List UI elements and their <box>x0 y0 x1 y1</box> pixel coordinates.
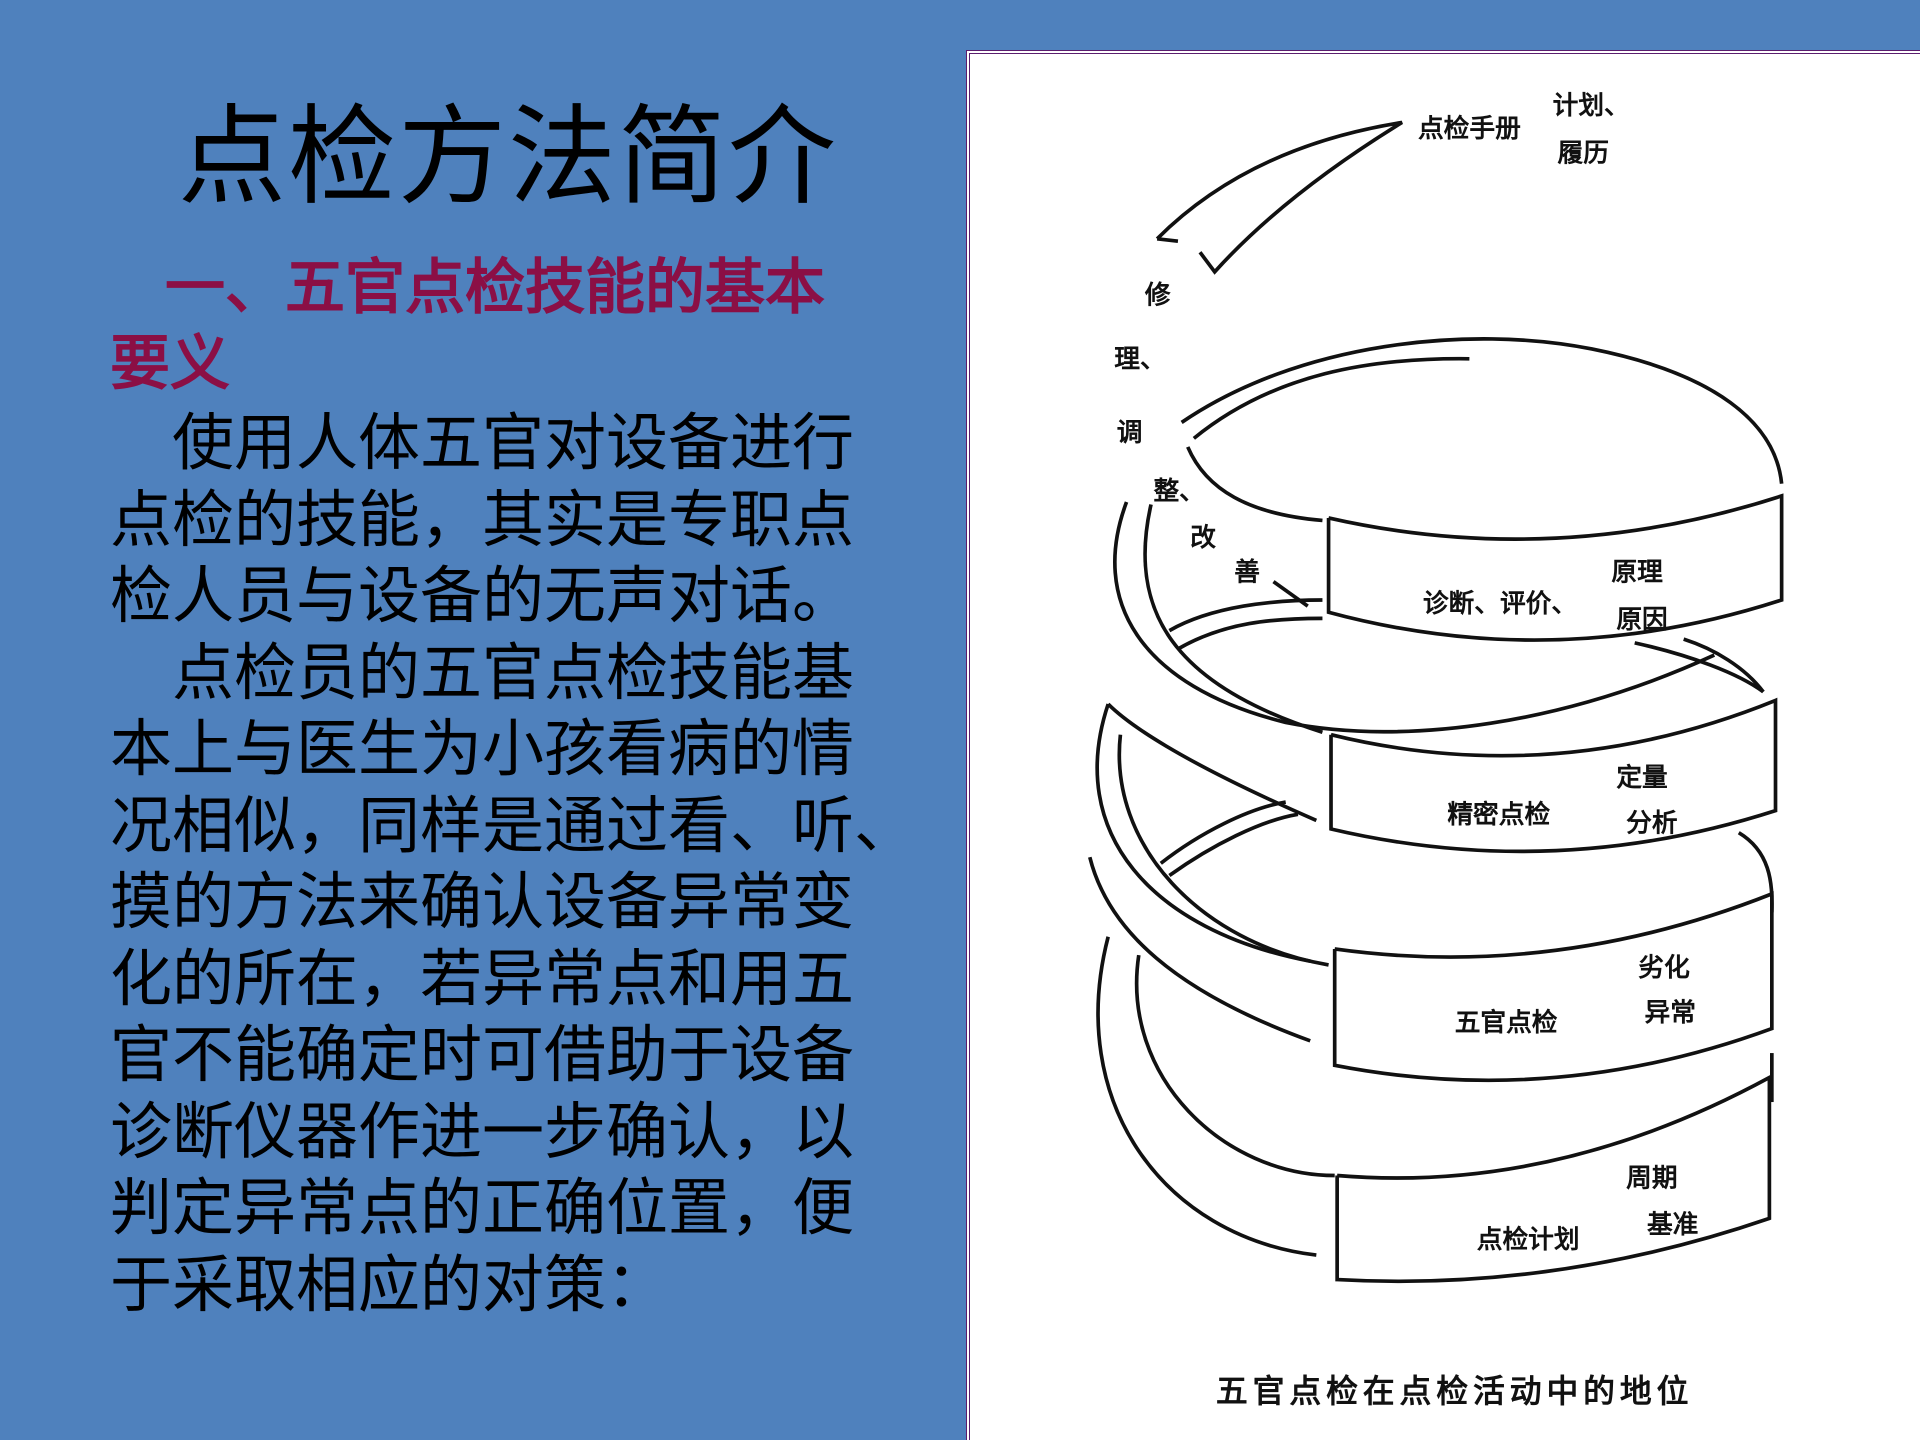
band-4 <box>1335 1074 1772 1284</box>
page-title: 点检方法简介 <box>178 95 839 220</box>
body-line: 判定异常点的正确位置，便 <box>110 1171 855 1244</box>
label-vertical: 整、 <box>1153 476 1204 507</box>
spiral-arc <box>1143 504 1324 734</box>
label-plan: 计划、 <box>1553 91 1630 121</box>
body-line: 诊断仪器作进一步确认，以 <box>110 1094 855 1168</box>
band-3 <box>1332 891 1774 1083</box>
body-line: 点检的技能，其实是专职点 <box>110 482 855 556</box>
label-manual: 点检手册 <box>1418 113 1521 144</box>
band-2-main: 精密点检 <box>1447 799 1550 830</box>
spiral-arc <box>1106 702 1318 823</box>
spiral-arc <box>1159 800 1287 865</box>
body-line: 摸的方法来确认设备异常变 <box>110 865 855 938</box>
spiral-arc <box>1134 954 1335 1178</box>
section-heading-line: 一、五官点检技能的基本 <box>165 253 825 323</box>
band-2-side: 分析 <box>1626 808 1678 838</box>
band-2 <box>1329 697 1778 854</box>
spiral-top-outer <box>1180 337 1784 484</box>
label-vertical: 改 <box>1190 522 1216 553</box>
diagram-caption: 五官点检在点检活动中的地位 <box>1216 1372 1693 1410</box>
body-line: 使用人体五官对设备进行 <box>110 406 855 479</box>
section-heading-line: 要义 <box>110 329 230 399</box>
body-line: 于采取相应的对策： <box>110 1247 669 1321</box>
label-vertical: 调 <box>1117 418 1143 448</box>
label-vertical: 善 <box>1234 557 1260 587</box>
body-line: 本上与医生为小孩看病的情 <box>110 712 855 785</box>
band-1-main: 诊断、评价、 <box>1423 588 1577 619</box>
spiral-arc <box>1737 831 1774 913</box>
spiral-arc <box>1088 856 1311 1043</box>
spiral-arc <box>1095 703 1311 964</box>
spiral-arc <box>1168 598 1323 633</box>
band-1-side: 原理 <box>1611 557 1663 587</box>
body-line: 检人员与设备的无声对话。 <box>110 559 855 632</box>
label-history: 履历 <box>1558 139 1609 169</box>
band-3-main: 五官点检 <box>1455 1007 1558 1038</box>
body-line: 点检员的五官点检技能基 <box>110 635 855 709</box>
body-line: 况相似，同样是通过看、听、 <box>110 788 917 862</box>
label-vertical: 理、 <box>1114 344 1165 374</box>
band-4-side: 周期 <box>1626 1164 1677 1194</box>
arrow-icon <box>1155 120 1404 275</box>
label-vertical: 修 <box>1144 280 1171 311</box>
spiral-arc <box>1683 637 1765 693</box>
spiral-arc <box>1096 936 1317 1257</box>
band-3-side: 异常 <box>1644 998 1695 1028</box>
section-heading: 一、五官点检技能的基本 要义 <box>110 250 910 402</box>
spiral-arc <box>1117 734 1329 967</box>
body-line: 官不能确定时可借助于设备 <box>110 1018 855 1091</box>
band-2-side: 定量 <box>1616 762 1667 793</box>
body-text: 使用人体五官对设备进行 点检的技能，其实是专职点 检人员与设备的无声对话。 点检… <box>110 405 930 1323</box>
spiral-top-front <box>1186 446 1323 523</box>
band-3-side: 劣化 <box>1638 953 1690 983</box>
diagram-panel <box>966 50 1920 1440</box>
band-1-side: 原因 <box>1616 605 1667 635</box>
arrow-icon <box>1272 580 1309 608</box>
spiral-arc <box>1177 616 1323 651</box>
spiral-arc <box>1634 641 1765 694</box>
spiral-arc <box>1168 812 1299 878</box>
band-4-main: 点检计划 <box>1477 1224 1580 1255</box>
body-line: 化的所在，若异常点和用五 <box>110 941 855 1015</box>
band-1 <box>1326 493 1784 642</box>
spiral-top-inner <box>1192 356 1470 440</box>
band-4-side: 基准 <box>1647 1210 1698 1240</box>
